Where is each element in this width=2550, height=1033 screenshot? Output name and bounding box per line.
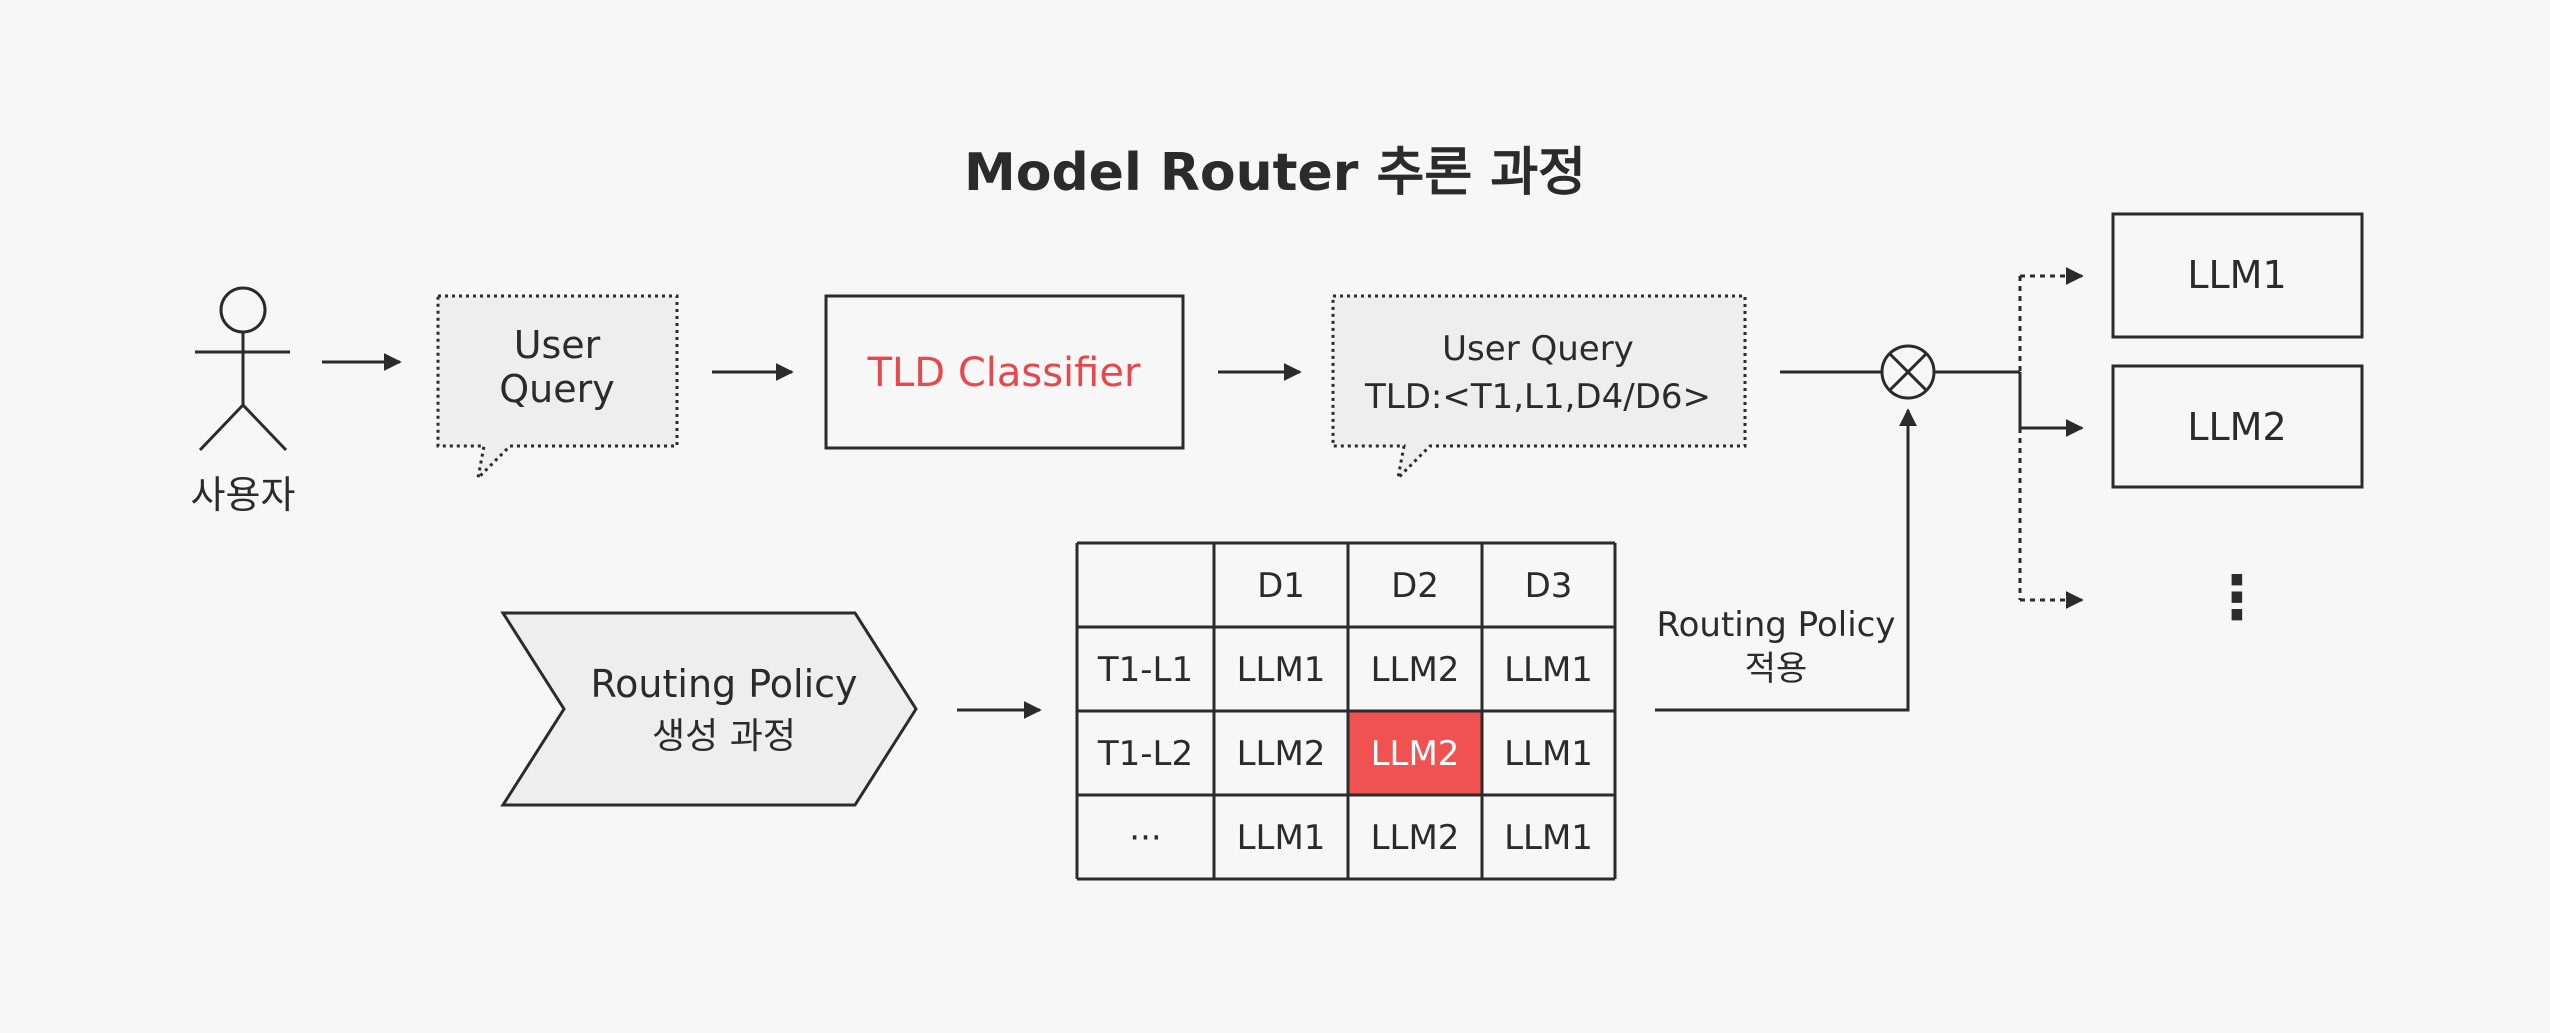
llm2-box — [2111, 364, 2364, 489]
table-cell: LLM2 — [1371, 818, 1460, 858]
router-junction-icon — [1880, 344, 1936, 400]
table-cell-highlight — [1348, 711, 1482, 795]
llm1-box — [2111, 212, 2364, 339]
table-row-label: ··· — [1129, 818, 1161, 858]
llm1-label: LLM1 — [2187, 253, 2286, 297]
table-cell-selected: LLM2 — [1371, 734, 1460, 774]
more-llms-ellipsis: ⋮ — [2207, 563, 2267, 633]
user-query-bubble — [436, 294, 679, 483]
line-policy-apply — [1655, 408, 1917, 712]
table-row-label: T1-L2 — [1097, 734, 1193, 774]
tld-classifier-label: TLD Classifier — [867, 350, 1141, 396]
user-query-line2: Query — [499, 367, 614, 411]
actor-label: 사용자 — [191, 473, 296, 517]
table-header-cell: D1 — [1257, 566, 1305, 606]
user-actor-icon — [195, 286, 290, 452]
policy-apply-line2: 적용 — [1745, 649, 1808, 689]
table-header-cell: D3 — [1525, 566, 1573, 606]
llm2-label: LLM2 — [2187, 405, 2286, 449]
policy-generation-line1: Routing Policy — [590, 662, 857, 706]
table-cell: LLM1 — [1237, 818, 1326, 858]
table-cell: LLM1 — [1504, 818, 1593, 858]
table-cell: LLM1 — [1504, 734, 1593, 774]
table-cell: LLM1 — [1237, 650, 1326, 690]
table-row-label: T1-L1 — [1097, 650, 1193, 690]
table-cell: LLM2 — [1371, 650, 1460, 690]
policy-generation-chevron — [500, 611, 918, 807]
tagged-query-line2: TLD:<T1,L1,D4/D6> — [1364, 377, 1711, 417]
user-query-line1: User — [514, 323, 601, 367]
table-header-cell: D2 — [1391, 566, 1439, 606]
tld-classifier-box — [824, 294, 1185, 450]
diagram-title: Model Router 추론 과정 — [964, 143, 1586, 203]
tagged-query-bubble — [1331, 294, 1747, 483]
policy-generation-line2: 생성 과정 — [652, 716, 796, 757]
tagged-query-line1: User Query — [1442, 329, 1634, 369]
table-cell: LLM1 — [1504, 650, 1593, 690]
policy-apply-line1: Routing Policy — [1657, 605, 1896, 645]
table-cell: LLM2 — [1237, 734, 1326, 774]
